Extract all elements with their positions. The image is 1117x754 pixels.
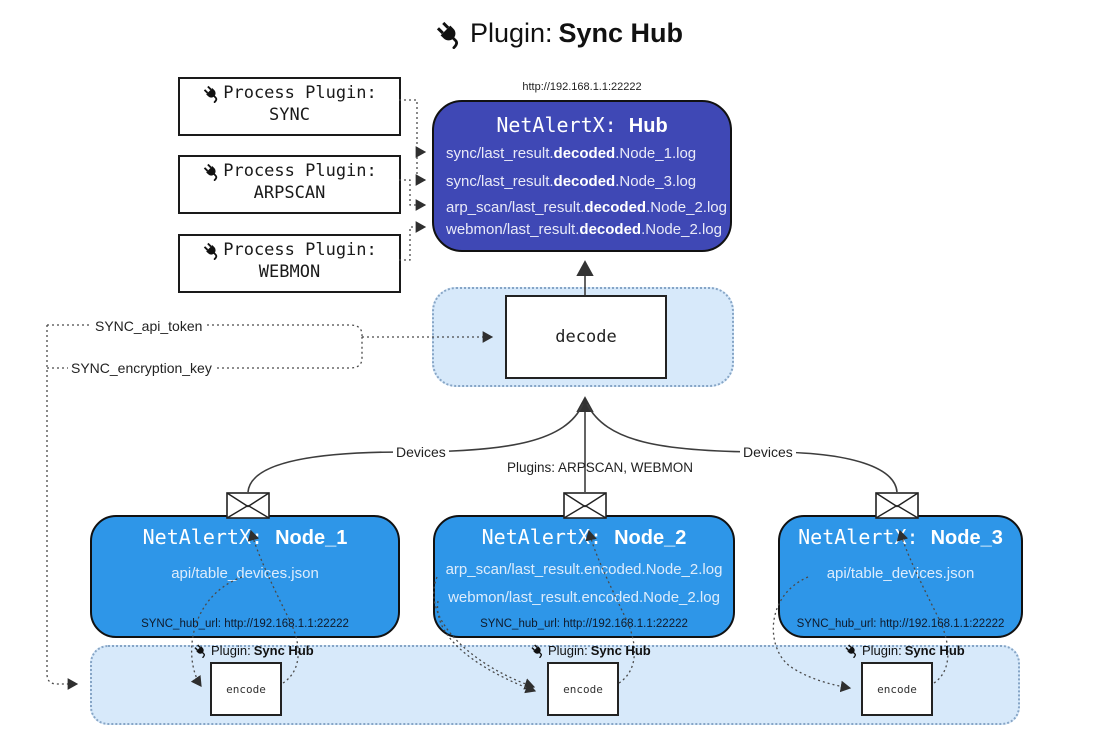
plug-icon (202, 241, 221, 260)
encode-box: encode (861, 662, 933, 716)
process-plugin-name: SYNC (269, 105, 310, 125)
node-file: api/table_devices.json (171, 565, 319, 582)
node-hub-url: SYNC_hub_url: http://192.168.1.1:22222 (141, 618, 349, 630)
encoder-label: Plugin:Sync Hub (844, 643, 965, 659)
node-file: arp_scan/last_result.encoded.Node_2.log (445, 561, 723, 578)
page-title-name: Sync Hub (558, 18, 684, 48)
process-plugin-box-arpscan: Process Plugin: ARPSCAN (178, 155, 401, 214)
plug-icon (844, 643, 859, 659)
process-plugin-label: Process Plugin: (223, 83, 377, 103)
node-hub-url: SYNC_hub_url: http://192.168.1.1:22222 (796, 618, 1005, 630)
page-title: Plugin: Sync Hub (0, 18, 1117, 49)
hub-title-prefix: NetAlertX: (496, 113, 617, 137)
plug-icon (434, 19, 464, 49)
encoder-label: Plugin:Sync Hub (193, 643, 314, 659)
node-title: NetAlertX: Node_3 (798, 525, 1003, 549)
hub-title: NetAlertX: Hub (434, 113, 730, 138)
node-2-box: NetAlertX: Node_2 arp_scan/last_result.e… (433, 515, 735, 638)
process-plugin-name: WEBMON (258, 262, 321, 282)
plug-icon (202, 84, 221, 103)
hub-title-name: Hub (628, 115, 668, 137)
sync-api-token-label: SYNC_api_token (92, 318, 206, 334)
hub-log-line: arp_scan/last_result.decoded.Node_2.log (446, 199, 727, 216)
decode-box: decode (505, 295, 667, 379)
hub-url-label: http://192.168.1.1:22222 (522, 81, 642, 93)
process-plugin-label: Process Plugin: (223, 161, 377, 181)
encode-box: encode (210, 662, 282, 716)
hub-log-line: webmon/last_result.decoded.Node_2.log (446, 221, 722, 238)
node-1-box: NetAlertX: Node_1 api/table_devices.json… (90, 515, 400, 638)
process-plugin-name: ARPSCAN (253, 183, 326, 203)
encode-box: encode (547, 662, 619, 716)
hub-log-line: sync/last_result.decoded.Node_1.log (446, 145, 697, 162)
encoder-label: Plugin:Sync Hub (530, 643, 651, 659)
devices-right-label: Devices (740, 444, 796, 460)
envelope-icon (875, 492, 919, 519)
plug-icon (193, 643, 208, 659)
plugins-mid-label: Plugins: ARPSCAN, WEBMON (507, 460, 694, 475)
plug-icon (530, 643, 545, 659)
node-title: NetAlertX: Node_1 (142, 525, 348, 549)
sync-encryption-key-label: SYNC_encryption_key (68, 360, 215, 376)
page-title-prefix: Plugin: (469, 18, 553, 48)
node-hub-url: SYNC_hub_url: http://192.168.1.1:22222 (480, 618, 688, 630)
envelope-icon (226, 492, 270, 519)
node-title: NetAlertX: Node_2 (481, 525, 687, 549)
node-file: api/table_devices.json (826, 565, 975, 582)
plug-icon (202, 162, 221, 181)
hub-log-line: sync/last_result.decoded.Node_3.log (446, 173, 697, 190)
envelope-icon (563, 492, 607, 519)
process-plugin-box-webmon: Process Plugin: WEBMON (178, 234, 401, 293)
devices-left-label: Devices (393, 444, 449, 460)
process-plugin-box-sync: Process Plugin: SYNC (178, 77, 401, 136)
node-file: webmon/last_result.encoded.Node_2.log (448, 589, 720, 606)
hub-box: NetAlertX: Hub sync/last_result.decoded.… (432, 100, 732, 252)
process-plugin-label: Process Plugin: (223, 240, 377, 260)
node-3-box: NetAlertX: Node_3 api/table_devices.json… (778, 515, 1023, 638)
